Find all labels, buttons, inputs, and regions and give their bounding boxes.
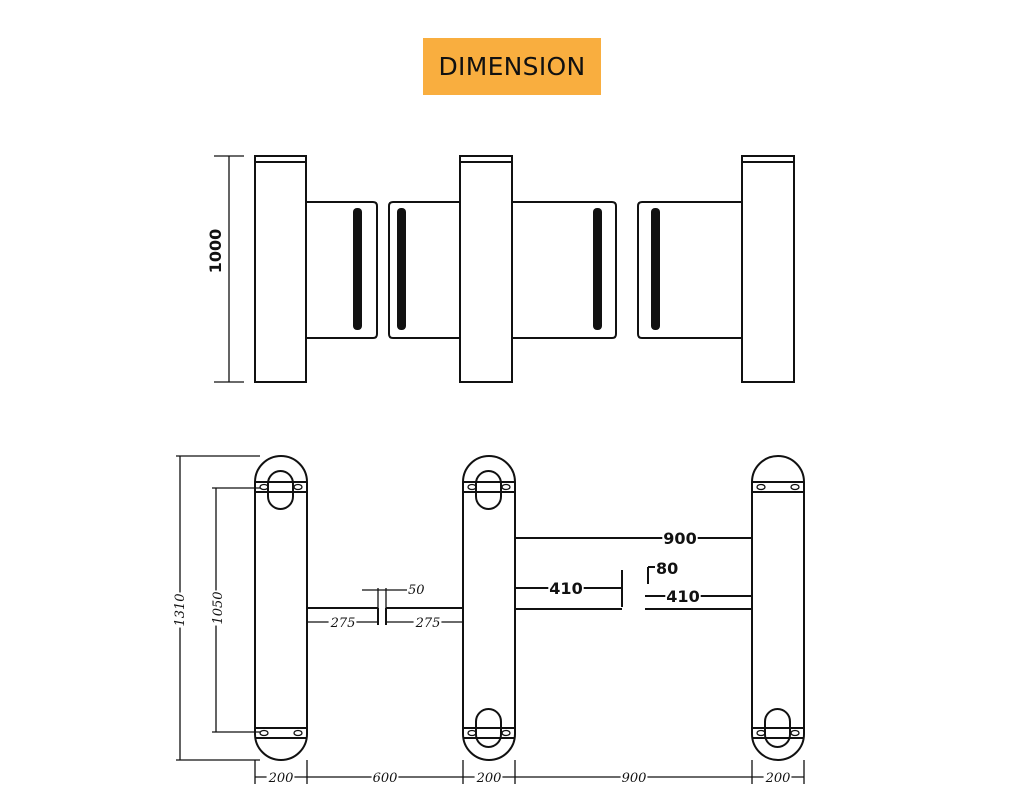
gap-label: 50 — [408, 583, 425, 598]
right-segment-label: 275 — [415, 616, 441, 631]
wing-gap-label: 80 — [656, 559, 678, 578]
front-view: 1000 — [206, 155, 795, 383]
top-view: 1310 1050 50 — [173, 455, 805, 786]
width-label-4: 900 — [622, 771, 647, 786]
width-label-3: 200 — [476, 771, 502, 786]
dimension-title: DIMENSION — [423, 38, 601, 95]
overall-depth-label: 1310 — [173, 593, 188, 626]
front-left-wing — [306, 201, 378, 339]
front-middle-wing-left — [388, 201, 460, 339]
width-label-1: 200 — [268, 771, 294, 786]
front-right-wing — [637, 201, 742, 339]
front-right-pillar — [741, 155, 795, 383]
bottom-width-dimensions: 200 600 200 900 200 — [254, 760, 805, 786]
wing-left-label: 410 — [549, 579, 582, 598]
width-label-2: 600 — [373, 771, 398, 786]
wing-right-label: 410 — [666, 587, 699, 606]
front-left-pillar — [254, 155, 307, 383]
top-middle-pillar — [462, 455, 516, 761]
top-wings: 410 80 410 — [515, 559, 752, 610]
front-height-label: 1000 — [206, 229, 225, 274]
front-middle-wing-right — [512, 201, 617, 339]
top-left-pillar — [254, 455, 308, 761]
left-segment-label: 275 — [330, 616, 356, 631]
front-middle-pillar — [459, 155, 513, 383]
top-left-arm: 50 275 275 — [307, 583, 463, 631]
top-right-pillar — [751, 455, 805, 761]
passage-upper-label: 900 — [663, 529, 696, 548]
inner-depth-label: 1050 — [211, 591, 226, 624]
width-label-5: 200 — [765, 771, 791, 786]
